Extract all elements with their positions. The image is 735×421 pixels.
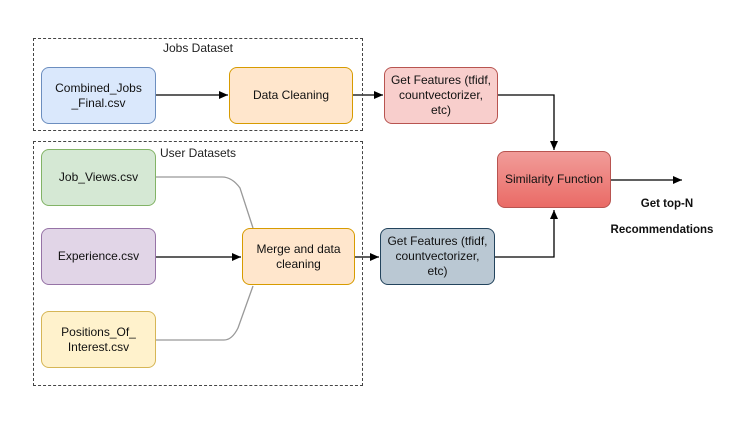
job-views-node[interactable]: Job_Views.csv [41, 149, 156, 206]
get-features-jobs-node[interactable]: Get Features (tfidf, countvectorizer, et… [384, 67, 498, 124]
similarity-function-node[interactable]: Similarity Function [497, 151, 611, 208]
output-label-line2: Recommendations [610, 224, 714, 236]
data-cleaning-node[interactable]: Data Cleaning [229, 67, 353, 124]
merge-cleaning-node[interactable]: Merge and data cleaning [242, 228, 355, 285]
experience-node[interactable]: Experience.csv [41, 228, 156, 285]
edge-userfeatures-to-similarity [495, 210, 558, 258]
edge-positions-to-merge [156, 285, 254, 341]
user-datasets-group [33, 141, 363, 386]
get-features-user-node[interactable]: Get Features (tfidf, countvectorizer, et… [380, 228, 495, 285]
combined-jobs-node[interactable]: Combined_Jobs _Final.csv [41, 67, 156, 124]
jobs-dataset-label: Jobs Dataset [162, 41, 234, 55]
positions-of-interest-node[interactable]: Positions_Of_ Interest.csv [41, 311, 156, 368]
edge-jobviews-to-merge [156, 176, 254, 229]
user-datasets-label: User Datasets [159, 146, 237, 160]
jobs-dataset-group [33, 38, 363, 131]
output-label-line1: Get top-N [640, 198, 694, 210]
edge-jobfeatures-to-similarity [498, 94, 558, 150]
